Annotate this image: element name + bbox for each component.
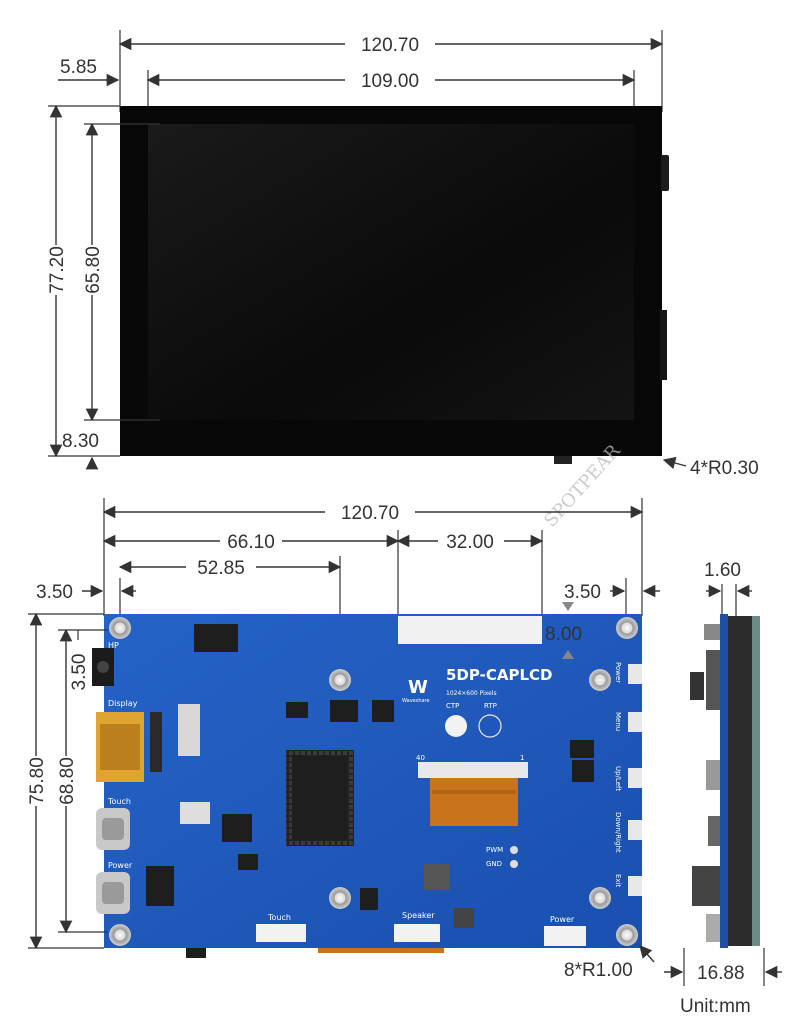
back-hole-top-label: 3.50 [69, 654, 90, 691]
svg-text:Power: Power [614, 662, 622, 683]
side-view: 1.60 16.88 Unit:mm [664, 560, 782, 1017]
svg-text:Up/Left: Up/Left [614, 766, 622, 791]
mount-hole-inner-2 [589, 669, 611, 691]
svg-text:1: 1 [520, 754, 524, 762]
product-name: 5DP-CAPLCD [446, 666, 552, 684]
svg-text:CTP: CTP [446, 702, 459, 710]
mount-hole-bottom-left [109, 924, 131, 946]
svg-text:Down/Right: Down/Right [614, 812, 622, 853]
back-hole-left-label: 3.50 [36, 582, 73, 603]
mount-hole-inner-4 [589, 887, 611, 909]
svg-text:Exit: Exit [614, 874, 622, 888]
svg-text:Display: Display [108, 699, 138, 708]
front-view: 120.70 109.00 5.85 77.20 65.80 8.30 4*R0… [47, 30, 759, 479]
mount-hole-inner-1 [329, 669, 351, 691]
mount-hole-inner-3 [329, 887, 351, 909]
side-total-thickness-label: 16.88 [697, 963, 745, 984]
back-fpc-offset: 52.85 [197, 558, 245, 579]
resolution-label: 1024×600 Pixels [446, 690, 497, 697]
back-height-label: 75.80 [27, 757, 48, 805]
back-label-offset: 66.10 [227, 532, 275, 553]
side-buttons: Power Menu Up/Left Down/Right Exit [614, 662, 642, 896]
mount-hole-top-left [109, 617, 131, 639]
unit-label: Unit:mm [680, 996, 751, 1017]
front-left-margin-label: 5.85 [60, 57, 97, 78]
display-active-area [148, 124, 634, 420]
side-board-thickness-label: 1.60 [704, 560, 741, 581]
svg-text:40: 40 [416, 754, 425, 762]
front-active-width-label: 109.00 [361, 71, 419, 92]
power-connector [544, 926, 586, 946]
back-view: HP Display Touch Power 40 1 [27, 498, 660, 981]
svg-text:Waveshare: Waveshare [402, 698, 430, 704]
svg-text:Touch: Touch [267, 913, 291, 922]
svg-text:Menu: Menu [614, 712, 622, 731]
side-pcb [720, 614, 728, 948]
front-corner-radius-label: 4*R0.30 [690, 458, 759, 479]
touch-connector [256, 924, 306, 942]
label-sticker [398, 616, 542, 644]
svg-text:Speaker: Speaker [402, 911, 435, 920]
fpc-connector [418, 762, 528, 778]
svg-text:PWM: PWM [486, 846, 503, 854]
back-hole-right-label: 3.50 [564, 582, 601, 603]
back-width-label: 120.70 [341, 503, 399, 524]
svg-text:Power: Power [550, 915, 575, 924]
mount-hole-bottom-right [616, 924, 638, 946]
svg-text:W: W [408, 677, 428, 698]
speaker-connector [394, 924, 440, 942]
svg-text:HP: HP [108, 641, 119, 650]
back-hole-span-label: 68.80 [57, 757, 78, 805]
back-hole-radius-label: 8*R1.00 [564, 960, 633, 981]
front-height-label: 77.20 [47, 246, 68, 294]
svg-text:Power: Power [108, 861, 133, 870]
mount-hole-top-right [616, 617, 638, 639]
back-label-height: 8.00 [545, 624, 582, 645]
front-bottom-margin-label: 8.30 [62, 431, 99, 452]
front-width-label: 120.70 [361, 35, 419, 56]
flex-cable [430, 778, 518, 826]
front-active-height-label: 65.80 [83, 246, 104, 294]
svg-text:GND: GND [486, 860, 502, 868]
svg-text:Touch: Touch [107, 797, 131, 806]
back-label-width: 32.00 [446, 532, 494, 553]
svg-text:RTP: RTP [484, 702, 497, 710]
